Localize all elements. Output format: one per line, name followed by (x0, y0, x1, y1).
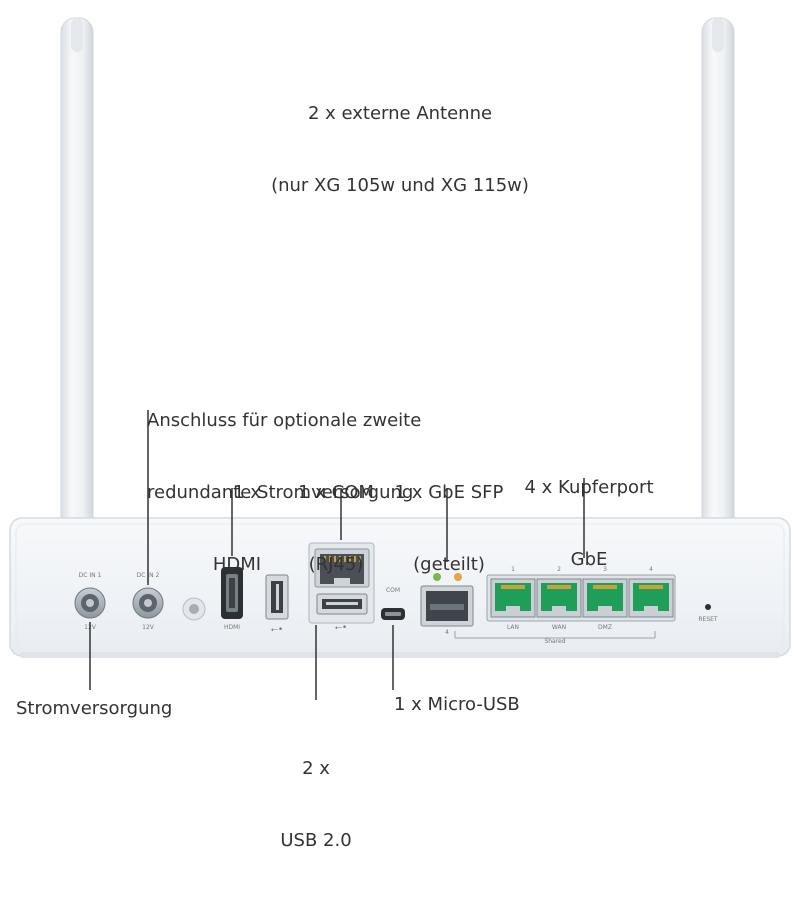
power-label: Stromversorgung (16, 698, 173, 719)
usb-label: 2 x USB 2.0 (266, 709, 366, 901)
leader-lines (89, 410, 585, 700)
reset-print: RESET (698, 616, 718, 623)
rj45-port-4 (628, 578, 674, 618)
copper-port-number: 4 (649, 566, 653, 573)
usb-symbol-icon: ⭠• (271, 625, 284, 635)
dc-in-2-voltage: 12V (142, 624, 155, 631)
dc-in-1-text: DC IN 1 (79, 572, 102, 579)
redundant-power-label: Anschluss für optionale zweite redundant… (147, 361, 421, 553)
copper-label-line2: GbE (570, 549, 608, 570)
dc-in-2-connector: DC IN 2 12V (132, 572, 164, 631)
usb-label-line2: USB 2.0 (280, 830, 352, 851)
rj45-port-1 (490, 578, 536, 618)
hdmi-port: HDMI (221, 567, 243, 631)
usb-symbol-icon-2: ⭠• (335, 623, 348, 633)
com-usb-block: ⭠• (308, 542, 375, 633)
sfp-label: 1 x GbE SFP (geteilt) (384, 433, 514, 625)
copper-port-number: 3 (603, 566, 607, 573)
copper-label: 4 x Kupferport GbE (509, 428, 669, 620)
redundant-power-label-line1: Anschluss für optionale zweite (147, 410, 422, 431)
reset-button: RESET (698, 604, 718, 623)
micro-usb-port: COM (381, 587, 405, 620)
copper-port-number: 2 (557, 566, 561, 573)
sfp-port: 4 (420, 573, 474, 636)
ground-screw (182, 597, 206, 621)
copper-port-name: WAN (552, 624, 566, 631)
usb-port-single: ⭠• (265, 574, 289, 635)
hdmi-label-line1: 1 x (233, 482, 261, 503)
com-label-line2: (RJ45) (308, 554, 364, 575)
com-label-line1: 1 x COM (298, 482, 374, 503)
antenna-right (701, 17, 735, 539)
hdmi-print: HDMI (224, 624, 240, 631)
antenna-label: 2 x externe Antenne (nur XG 105w und XG … (240, 54, 560, 246)
micro-usb-label: 1 x Micro-USB (394, 694, 520, 715)
copper-port-name: LAN (507, 624, 519, 631)
sfp-label-line1: 1 x GbE SFP (394, 482, 504, 503)
rj45-port-2 (536, 578, 582, 618)
copper-port-name: DMZ (598, 624, 612, 631)
copper-label-line1: 4 x Kupferport (524, 477, 654, 498)
sfp-label-line2: (geteilt) (413, 554, 485, 575)
antenna-label-line1: 2 x externe Antenne (307, 103, 493, 124)
copper-port-number: 1 (511, 566, 515, 573)
usb-label-line1: 2 x (302, 758, 330, 779)
antenna-left (60, 17, 94, 539)
com-label: 1 x COM (RJ45) (271, 433, 401, 625)
hdmi-label-line2: HDMI (212, 554, 262, 575)
device-illustration: DC IN 1 12V DC IN 2 12V HDMI (9, 17, 791, 700)
antenna-label-line2: (nur XG 105w und XG 115w) (271, 175, 529, 196)
rj45-port-3 (582, 578, 628, 618)
device-diagram: DC IN 1 12V DC IN 2 12V HDMI (9, 17, 791, 851)
hdmi-label: 1 x HDMI (182, 433, 282, 625)
shared-print: Shared (544, 638, 565, 645)
redundant-power-label-line2: redundante Stromversorgung (147, 482, 414, 503)
led-orange-icon (454, 573, 462, 581)
com-print: COM (386, 587, 400, 594)
sfp-index: 4 (445, 629, 449, 636)
led-green-icon (433, 573, 441, 581)
dc-in-1-connector: DC IN 1 12V (74, 572, 106, 631)
